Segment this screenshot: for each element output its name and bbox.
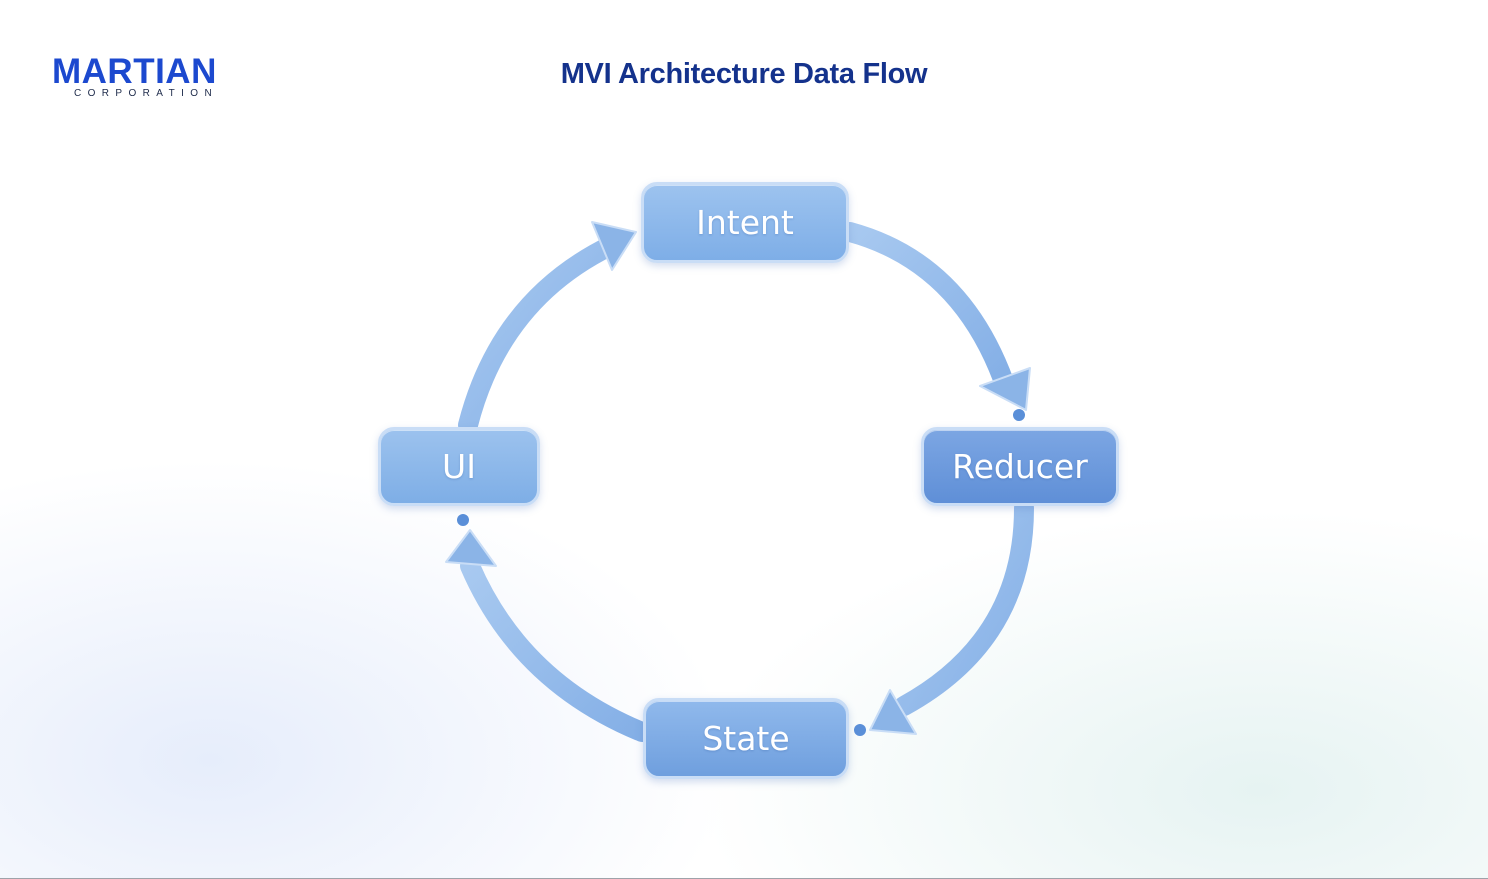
page-title: MVI Architecture Data Flow <box>560 58 928 90</box>
logo-subtitle: CORPORATION <box>74 88 219 99</box>
node-reducer: Reducer <box>921 427 1119 506</box>
arrow-intent-to-reducer <box>840 222 1031 421</box>
arrow-state-to-ui <box>445 514 652 742</box>
logo-wordmark: MARTIAN <box>52 52 217 91</box>
node-state: State <box>643 698 849 779</box>
connector-dot <box>1013 409 1025 421</box>
connector-dot <box>457 514 469 526</box>
flow-arrows <box>445 221 1034 742</box>
node-intent: Intent <box>641 182 849 263</box>
arrow-reducer-to-state <box>854 498 1034 736</box>
node-ui: UI <box>378 427 540 506</box>
company-logo: MARTIAN CORPORATION <box>52 54 242 104</box>
connector-dot <box>854 724 866 736</box>
arrow-ui-to-intent <box>458 221 637 435</box>
